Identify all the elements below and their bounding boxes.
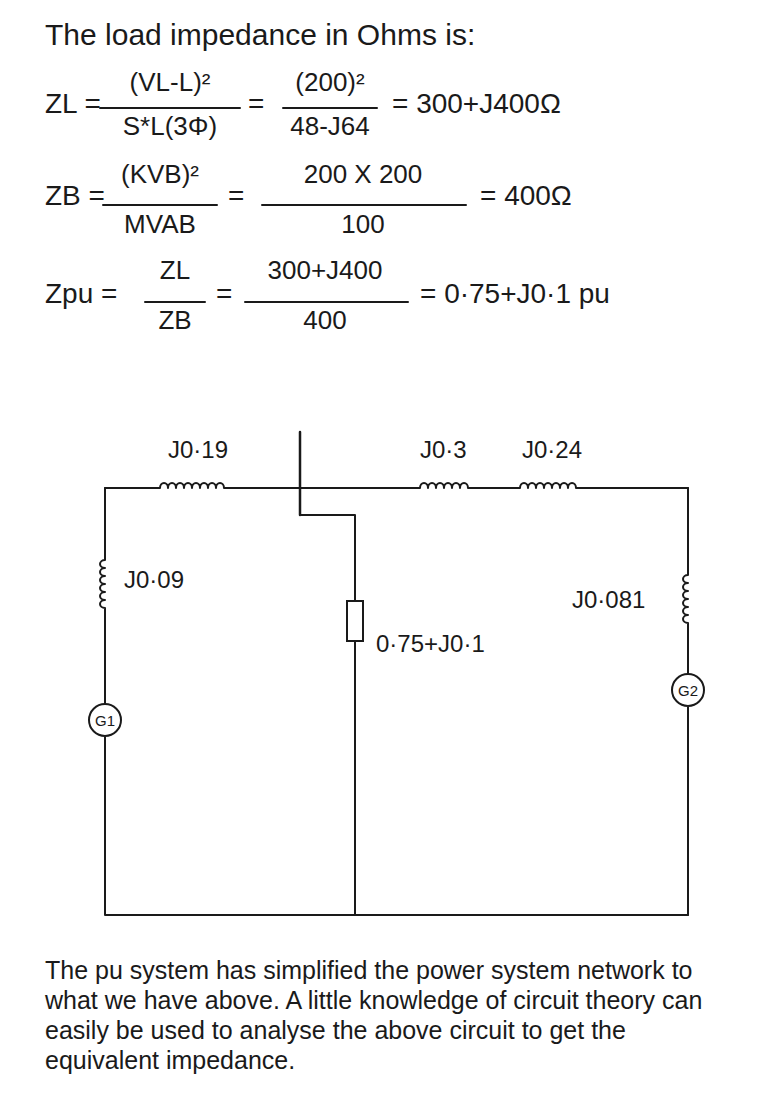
equation-result: = 300+J400Ω: [392, 88, 561, 120]
fraction-bar: [100, 107, 240, 109]
fraction-bar: [262, 204, 466, 206]
load-impedance-box: 0·75+J0·1: [346, 600, 364, 642]
equation-term: Zpu =: [45, 278, 117, 310]
generator-symbol: G2: [671, 673, 705, 707]
reactance-label: J0·3: [420, 436, 467, 464]
generator-label: G2: [678, 682, 698, 699]
equation-term: ZL =: [45, 88, 101, 120]
circuit-wire: [355, 642, 688, 915]
impedance-value: 0·75+J0·1: [376, 630, 485, 658]
generator-symbol: G1: [88, 703, 122, 737]
generator-label: G1: [95, 712, 115, 729]
equation-result: = 400Ω: [480, 180, 572, 212]
fraction-denominator: MVAB: [100, 210, 220, 240]
fraction-denominator: 400: [240, 306, 410, 336]
fraction-numerator: (200)²: [280, 68, 380, 98]
heading-note: The load impedance in Ohms is:: [45, 18, 475, 53]
equals-sign: =: [248, 88, 264, 120]
equation-result: = 0·75+J0·1 pu: [420, 278, 610, 310]
explanation-paragraph: The pu system has simplified the power s…: [45, 955, 745, 1075]
fraction-denominator: 100: [258, 210, 468, 240]
fraction-denominator: 48-J64: [280, 112, 380, 142]
fraction-bar: [103, 204, 217, 206]
top-wire-inductors: [105, 483, 688, 488]
circuit-wire: [105, 707, 688, 915]
fraction-bar: [145, 301, 205, 303]
bus-bar: [299, 432, 302, 515]
reactance-label: J0·09: [124, 566, 184, 594]
equals-sign: =: [216, 278, 232, 310]
reactance-label: J0·081: [572, 586, 645, 614]
left-branch-inductor: [100, 488, 105, 703]
equation-term: ZB =: [45, 180, 105, 212]
fraction-numerator: 200 X 200: [258, 160, 468, 190]
load-feed-wire: [300, 515, 355, 600]
fraction-numerator: ZL: [140, 256, 210, 286]
reactance-label: J0·19: [168, 436, 228, 464]
fraction-numerator: 300+J400: [240, 256, 410, 286]
fraction-numerator: (VL-L)²: [100, 68, 240, 98]
fraction-denominator: ZB: [140, 306, 210, 336]
fraction-bar: [283, 107, 377, 109]
equals-sign: =: [228, 180, 244, 212]
fraction-denominator: S*L(3Φ): [100, 112, 240, 142]
reactance-label: J0·24: [522, 436, 582, 464]
right-branch-inductor: [683, 488, 688, 673]
fraction-numerator: (KVB)²: [100, 160, 220, 190]
fraction-bar: [245, 301, 408, 303]
